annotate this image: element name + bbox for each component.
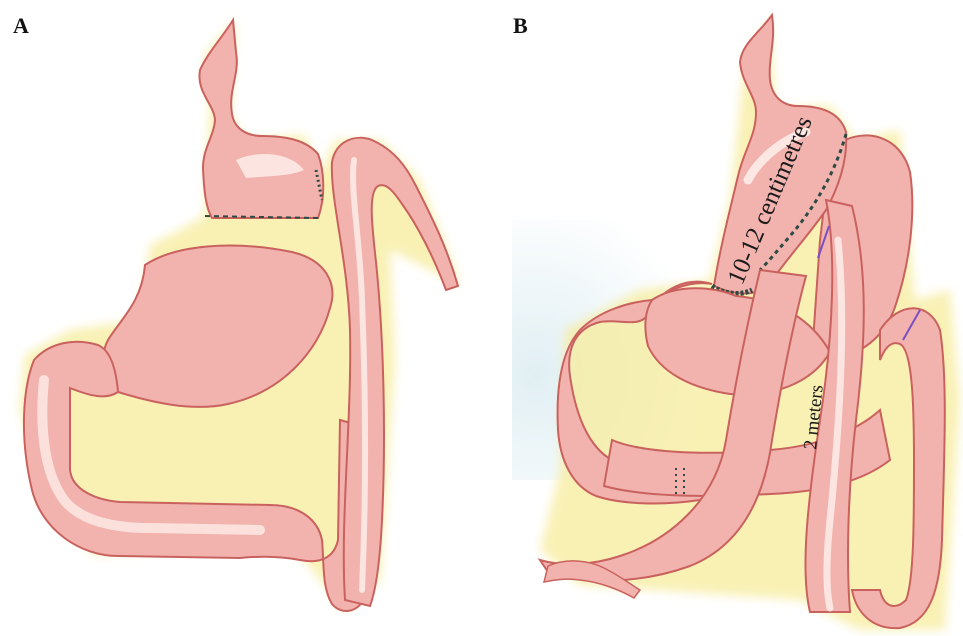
panel-b: B 10-12 centimetres bbox=[512, 13, 960, 630]
panel-b-letter: B bbox=[513, 13, 528, 38]
panel-a-esophagus bbox=[199, 20, 323, 218]
panel-a: A bbox=[13, 13, 460, 611]
panel-a-letter: A bbox=[13, 13, 29, 38]
